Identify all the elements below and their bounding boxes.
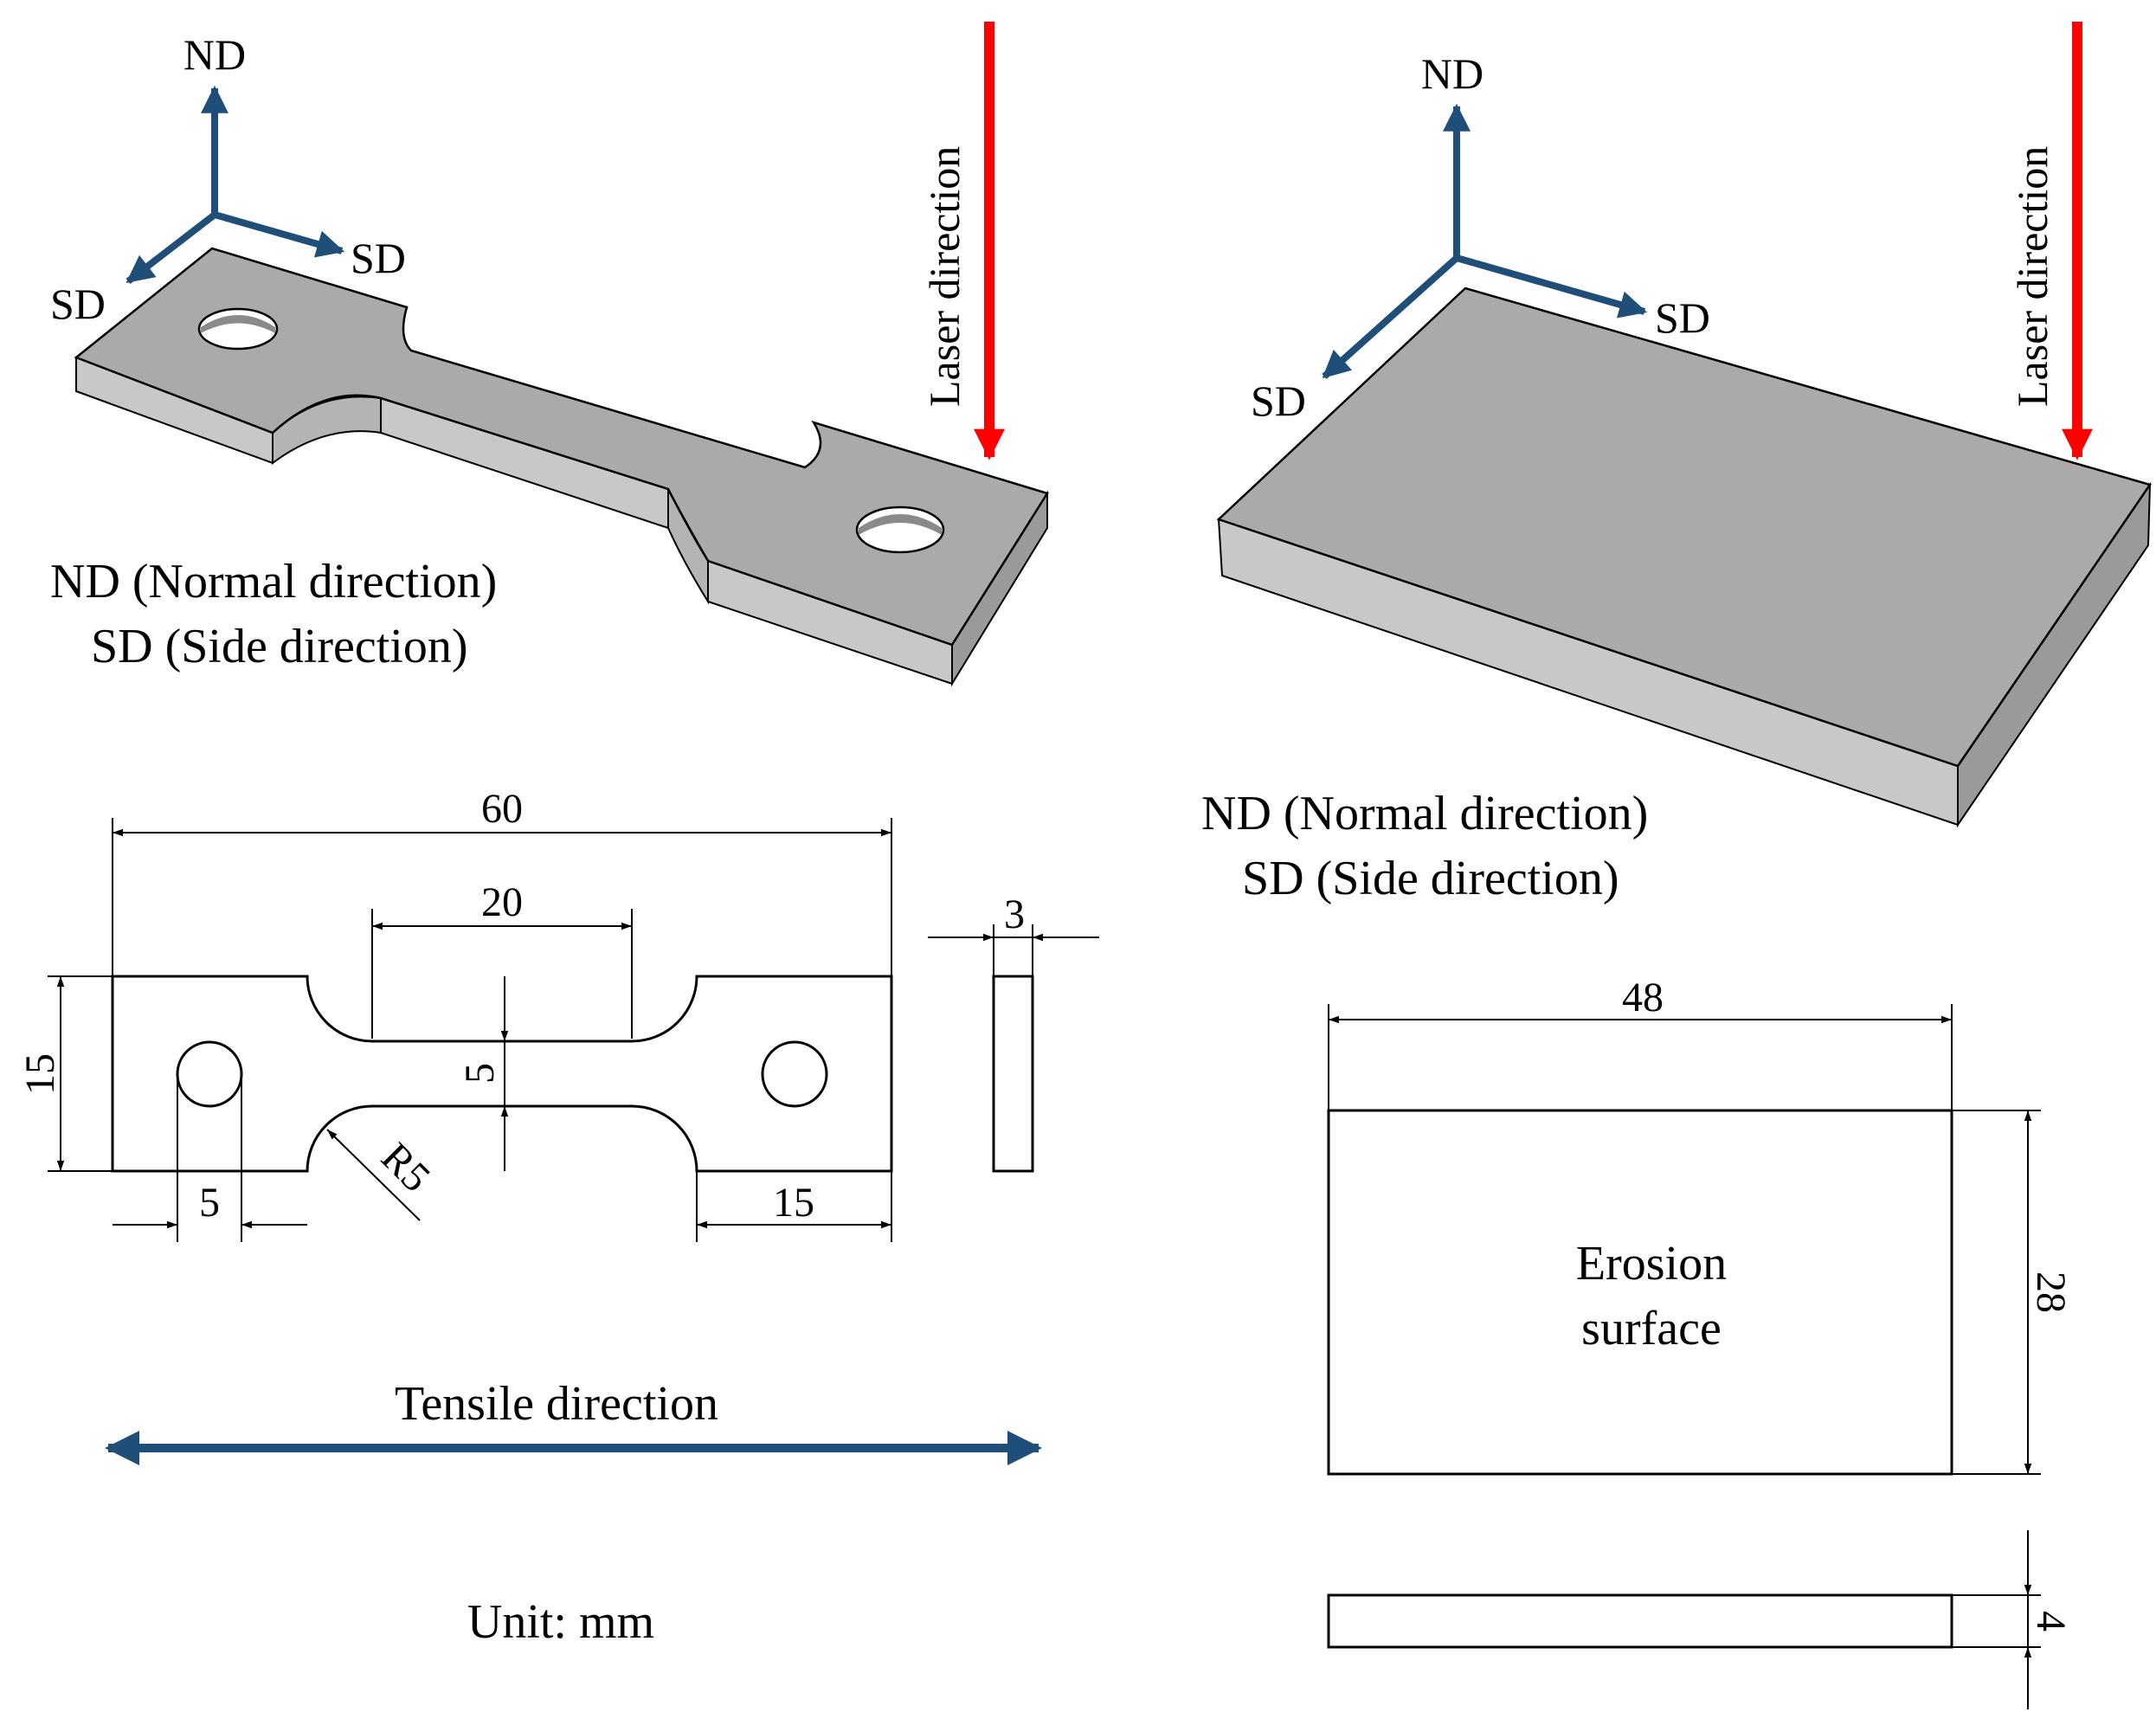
erosion-surface-label-2: surface xyxy=(1581,1302,1722,1355)
erosion-laser: Laser direction xyxy=(2008,22,2093,460)
erosion-nd-label: ND xyxy=(1421,49,1483,98)
erosion-sd-right-label: SD xyxy=(1655,293,1710,342)
dim-label-5-gauge: 5 xyxy=(457,1063,503,1084)
tensile-3d-top-face xyxy=(74,247,1049,647)
tensile-3d-hole-left xyxy=(197,307,279,351)
tensile-laser: Laser direction xyxy=(920,22,1005,460)
tensile-2d-hole-right xyxy=(761,1040,828,1108)
dim-label-15-width: 15 xyxy=(17,1053,63,1095)
tensile-sd-left-label: SD xyxy=(50,280,106,328)
tensile-sd-right-label: SD xyxy=(351,234,406,282)
erosion-axes: ND SD SD xyxy=(1251,49,1710,425)
dim-label-4: 4 xyxy=(2028,1611,2074,1632)
erosion-2d-drawing: Erosion surface 48 28 4 xyxy=(1327,975,2074,1709)
erosion-laser-label: Laser direction xyxy=(2008,146,2056,407)
tensile-nd-label: ND xyxy=(183,30,246,79)
erosion-legend-sd: SD (Side direction) xyxy=(1242,852,1619,905)
erosion-2d-top-view xyxy=(1327,1109,1953,1476)
erosion-sd-axis-arrow-left xyxy=(1322,255,1459,379)
dim-label-15-grip: 15 xyxy=(773,1180,814,1226)
erosion-surface-label-1: Erosion xyxy=(1576,1237,1727,1291)
tensile-legend-sd: SD (Side direction) xyxy=(91,620,467,673)
dim-label-r5: R5 xyxy=(372,1134,439,1200)
tensile-3d-view xyxy=(74,247,1049,687)
tensile-direction-label: Tensile direction xyxy=(395,1377,718,1431)
dim-label-48: 48 xyxy=(1622,975,1664,1020)
tensile-sd-axis-arrow-right xyxy=(213,211,345,258)
tensile-2d-side-view xyxy=(992,975,1034,1173)
tensile-3d-hole-right xyxy=(855,505,945,554)
erosion-legend-nd: ND (Normal direction) xyxy=(1201,787,1648,840)
dim-label-3: 3 xyxy=(1004,891,1025,937)
dim-line-r5 xyxy=(326,1129,421,1221)
tensile-sd-axis-arrow-left xyxy=(125,211,217,285)
erosion-sd-left-label: SD xyxy=(1251,377,1306,425)
erosion-3d-view xyxy=(1216,286,2153,828)
dim-label-60: 60 xyxy=(481,786,523,832)
tensile-legend-nd: ND (Normal direction) xyxy=(50,555,497,608)
dim-label-28: 28 xyxy=(2028,1271,2074,1313)
tensile-axes: ND SD SD xyxy=(50,30,406,328)
erosion-sd-axis-arrow-right xyxy=(1455,254,1648,319)
tensile-2d-hole-left xyxy=(176,1040,243,1108)
dim-label-20: 20 xyxy=(481,879,523,925)
dim-label-5-hole: 5 xyxy=(199,1180,220,1226)
erosion-2d-side-view xyxy=(1327,1593,1953,1649)
unit-label: Unit: mm xyxy=(467,1595,654,1649)
tensile-laser-label: Laser direction xyxy=(920,146,969,407)
tensile-2d-drawing: 60 20 3 15 5 5 R5 15 xyxy=(17,786,1099,1242)
erosion-3d-top-face xyxy=(1216,286,2153,768)
